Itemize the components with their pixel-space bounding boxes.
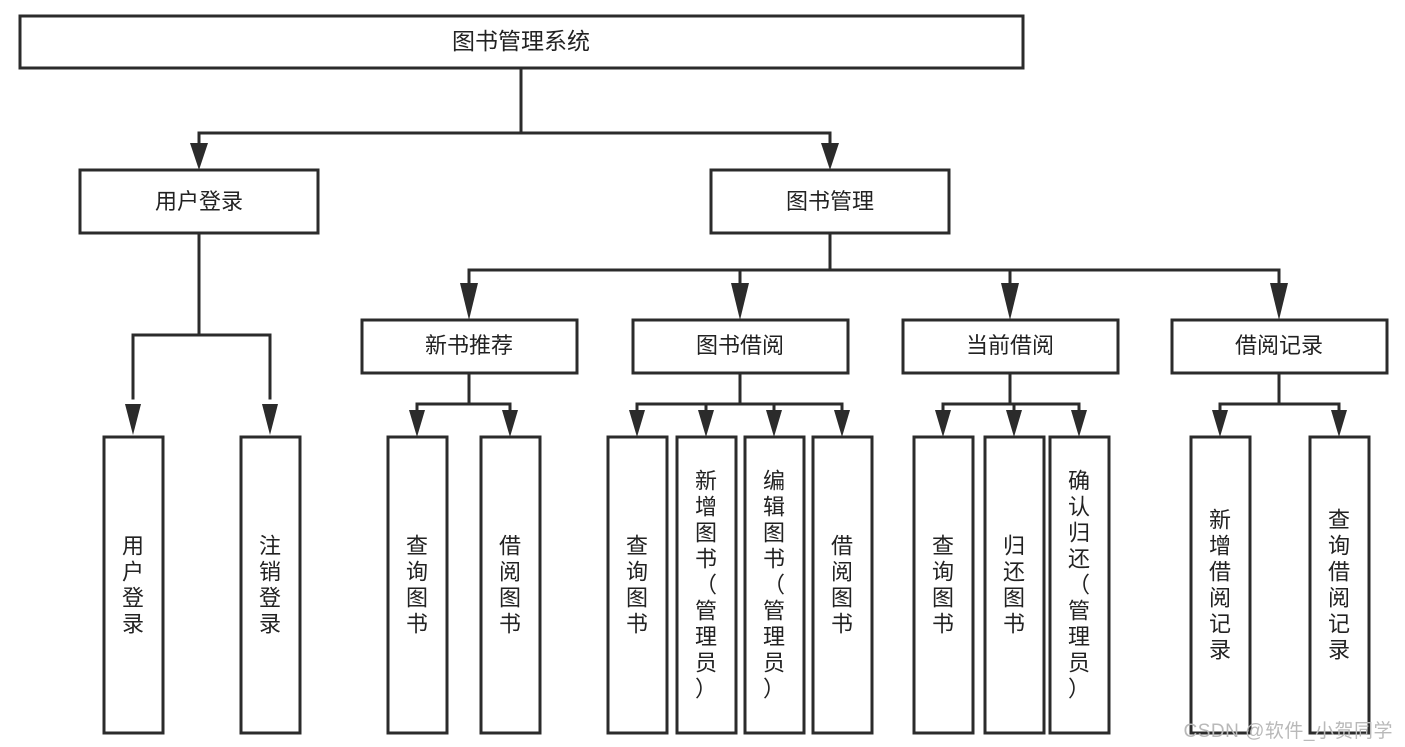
node-leaf-query-record-label: 查询借阅记录	[1328, 507, 1350, 662]
arrowhead-leaf-borrow-book-1	[502, 410, 518, 437]
arrowhead-leaf-add-book	[698, 410, 714, 437]
arrowhead-leaf-query-record	[1331, 410, 1347, 437]
node-book-manage-label: 图书管理	[786, 189, 874, 214]
node-root[interactable]: 图书管理系统	[18, 14, 1025, 70]
node-leaf-return-book-label: 归还图书	[1003, 533, 1025, 636]
node-leaf-borrow-book-1-box[interactable]	[479, 435, 542, 735]
node-current-borrow-box[interactable]	[901, 318, 1120, 375]
node-leaf-add-book-box[interactable]	[675, 435, 738, 735]
node-leaf-confirm-return-box[interactable]	[1048, 435, 1111, 735]
node-book-borrow[interactable]: 图书借阅	[631, 318, 850, 375]
node-leaf-logout-login[interactable]: 注销登录	[239, 435, 302, 735]
arrowhead-leaf-confirm-return	[1071, 410, 1087, 437]
node-leaf-query-book-2-label: 查询图书	[626, 533, 648, 636]
connector-group-new-book-rec	[409, 371, 518, 437]
node-borrow-record-box[interactable]	[1170, 318, 1389, 375]
node-leaf-borrow-book-1[interactable]: 借阅图书	[479, 435, 542, 735]
node-book-manage-box[interactable]	[709, 168, 951, 235]
arrowhead-leaf-query-book-2	[629, 410, 645, 437]
node-book-borrow-label: 图书借阅	[696, 333, 784, 358]
node-root-box[interactable]	[18, 14, 1025, 70]
arrowhead-leaf-query-book-3	[935, 410, 951, 437]
arrowhead-user-login	[190, 143, 208, 170]
node-leaf-edit-book[interactable]: 编辑图书（管理员）	[743, 435, 806, 735]
node-leaf-query-book-2-box[interactable]	[606, 435, 669, 735]
node-borrow-record[interactable]: 借阅记录	[1170, 318, 1389, 375]
connector-group-book-borrow	[629, 371, 850, 437]
node-root-label: 图书管理系统	[452, 28, 590, 54]
node-leaf-query-book-3-box[interactable]	[912, 435, 975, 735]
node-leaf-borrow-book-2-label: 借阅图书	[831, 533, 853, 636]
node-leaf-add-book[interactable]: 新增图书（管理员）	[675, 435, 738, 735]
arrowhead-leaf-query-book-1	[409, 410, 425, 437]
node-leaf-borrow-book-1-label: 借阅图书	[499, 533, 521, 636]
node-leaf-logout-login-box[interactable]	[239, 435, 302, 735]
arrowhead-leaf-add-record	[1212, 410, 1228, 437]
node-leaf-return-book[interactable]: 归还图书	[983, 435, 1046, 735]
node-leaf-confirm-return-label: 确认归还（管理员）	[1068, 468, 1090, 701]
node-new-book-rec-box[interactable]	[360, 318, 579, 375]
node-leaf-query-record[interactable]: 查询借阅记录	[1308, 435, 1371, 735]
node-user-login-box[interactable]	[78, 168, 320, 235]
node-leaf-user-login[interactable]: 用户登录	[102, 435, 165, 735]
node-borrow-record-label: 借阅记录	[1235, 333, 1323, 358]
node-new-book-rec[interactable]: 新书推荐	[360, 318, 579, 375]
node-leaf-add-record-label: 新增借阅记录	[1209, 507, 1231, 662]
connector-group-book-manage	[460, 231, 1288, 320]
node-leaf-query-book-1-box[interactable]	[386, 435, 449, 735]
node-book-borrow-box[interactable]	[631, 318, 850, 375]
csdn-watermark: CSDN @软件_小贺同学	[1183, 721, 1393, 742]
arrowhead-current-borrow	[1001, 283, 1019, 320]
node-leaf-query-book-1-label: 查询图书	[406, 533, 428, 636]
arrowhead-leaf-user-login	[125, 404, 141, 435]
node-leaf-query-book-2[interactable]: 查询图书	[606, 435, 669, 735]
node-leaf-user-login-label: 用户登录	[122, 533, 144, 636]
arrowhead-leaf-return-book	[1006, 410, 1022, 437]
node-leaf-user-login-box[interactable]	[102, 435, 165, 735]
node-leaf-query-book-3[interactable]: 查询图书	[912, 435, 975, 735]
node-current-borrow-label: 当前借阅	[966, 333, 1054, 358]
arrowhead-leaf-logout-login	[262, 404, 278, 435]
node-leaf-borrow-book-2[interactable]: 借阅图书	[811, 435, 874, 735]
node-leaf-edit-book-label: 编辑图书（管理员）	[763, 468, 785, 701]
node-leaf-query-book-3-label: 查询图书	[932, 533, 954, 636]
node-leaf-add-record-box[interactable]	[1189, 435, 1252, 735]
node-leaf-add-record[interactable]: 新增借阅记录	[1189, 435, 1252, 735]
node-leaf-add-book-label: 新增图书（管理员）	[695, 468, 717, 701]
arrowhead-book-borrow	[731, 283, 749, 320]
connector-group-borrow-record	[1212, 371, 1347, 437]
node-leaf-return-book-box[interactable]	[983, 435, 1046, 735]
connector-group-current-borrow	[935, 371, 1087, 437]
node-book-manage[interactable]: 图书管理	[709, 168, 951, 235]
arrowhead-book-manage	[821, 143, 839, 170]
node-leaf-query-record-box[interactable]	[1308, 435, 1371, 735]
arrowhead-new-book-rec	[460, 283, 478, 320]
node-leaf-logout-login-label: 注销登录	[259, 533, 281, 636]
connector-group-root	[190, 66, 839, 170]
node-current-borrow[interactable]: 当前借阅	[901, 318, 1120, 375]
arrowhead-leaf-borrow-book-2	[834, 410, 850, 437]
node-leaf-confirm-return[interactable]: 确认归还（管理员）	[1048, 435, 1111, 735]
node-leaf-borrow-book-2-box[interactable]	[811, 435, 874, 735]
node-new-book-rec-label: 新书推荐	[425, 333, 513, 358]
node-user-login[interactable]: 用户登录	[78, 168, 320, 235]
node-user-login-label: 用户登录	[155, 189, 243, 214]
arrowhead-borrow-record	[1270, 283, 1288, 320]
node-leaf-edit-book-box[interactable]	[743, 435, 806, 735]
arrowhead-leaf-edit-book	[766, 410, 782, 437]
connector-group-user-login	[125, 231, 278, 435]
node-leaf-query-book-1[interactable]: 查询图书	[386, 435, 449, 735]
